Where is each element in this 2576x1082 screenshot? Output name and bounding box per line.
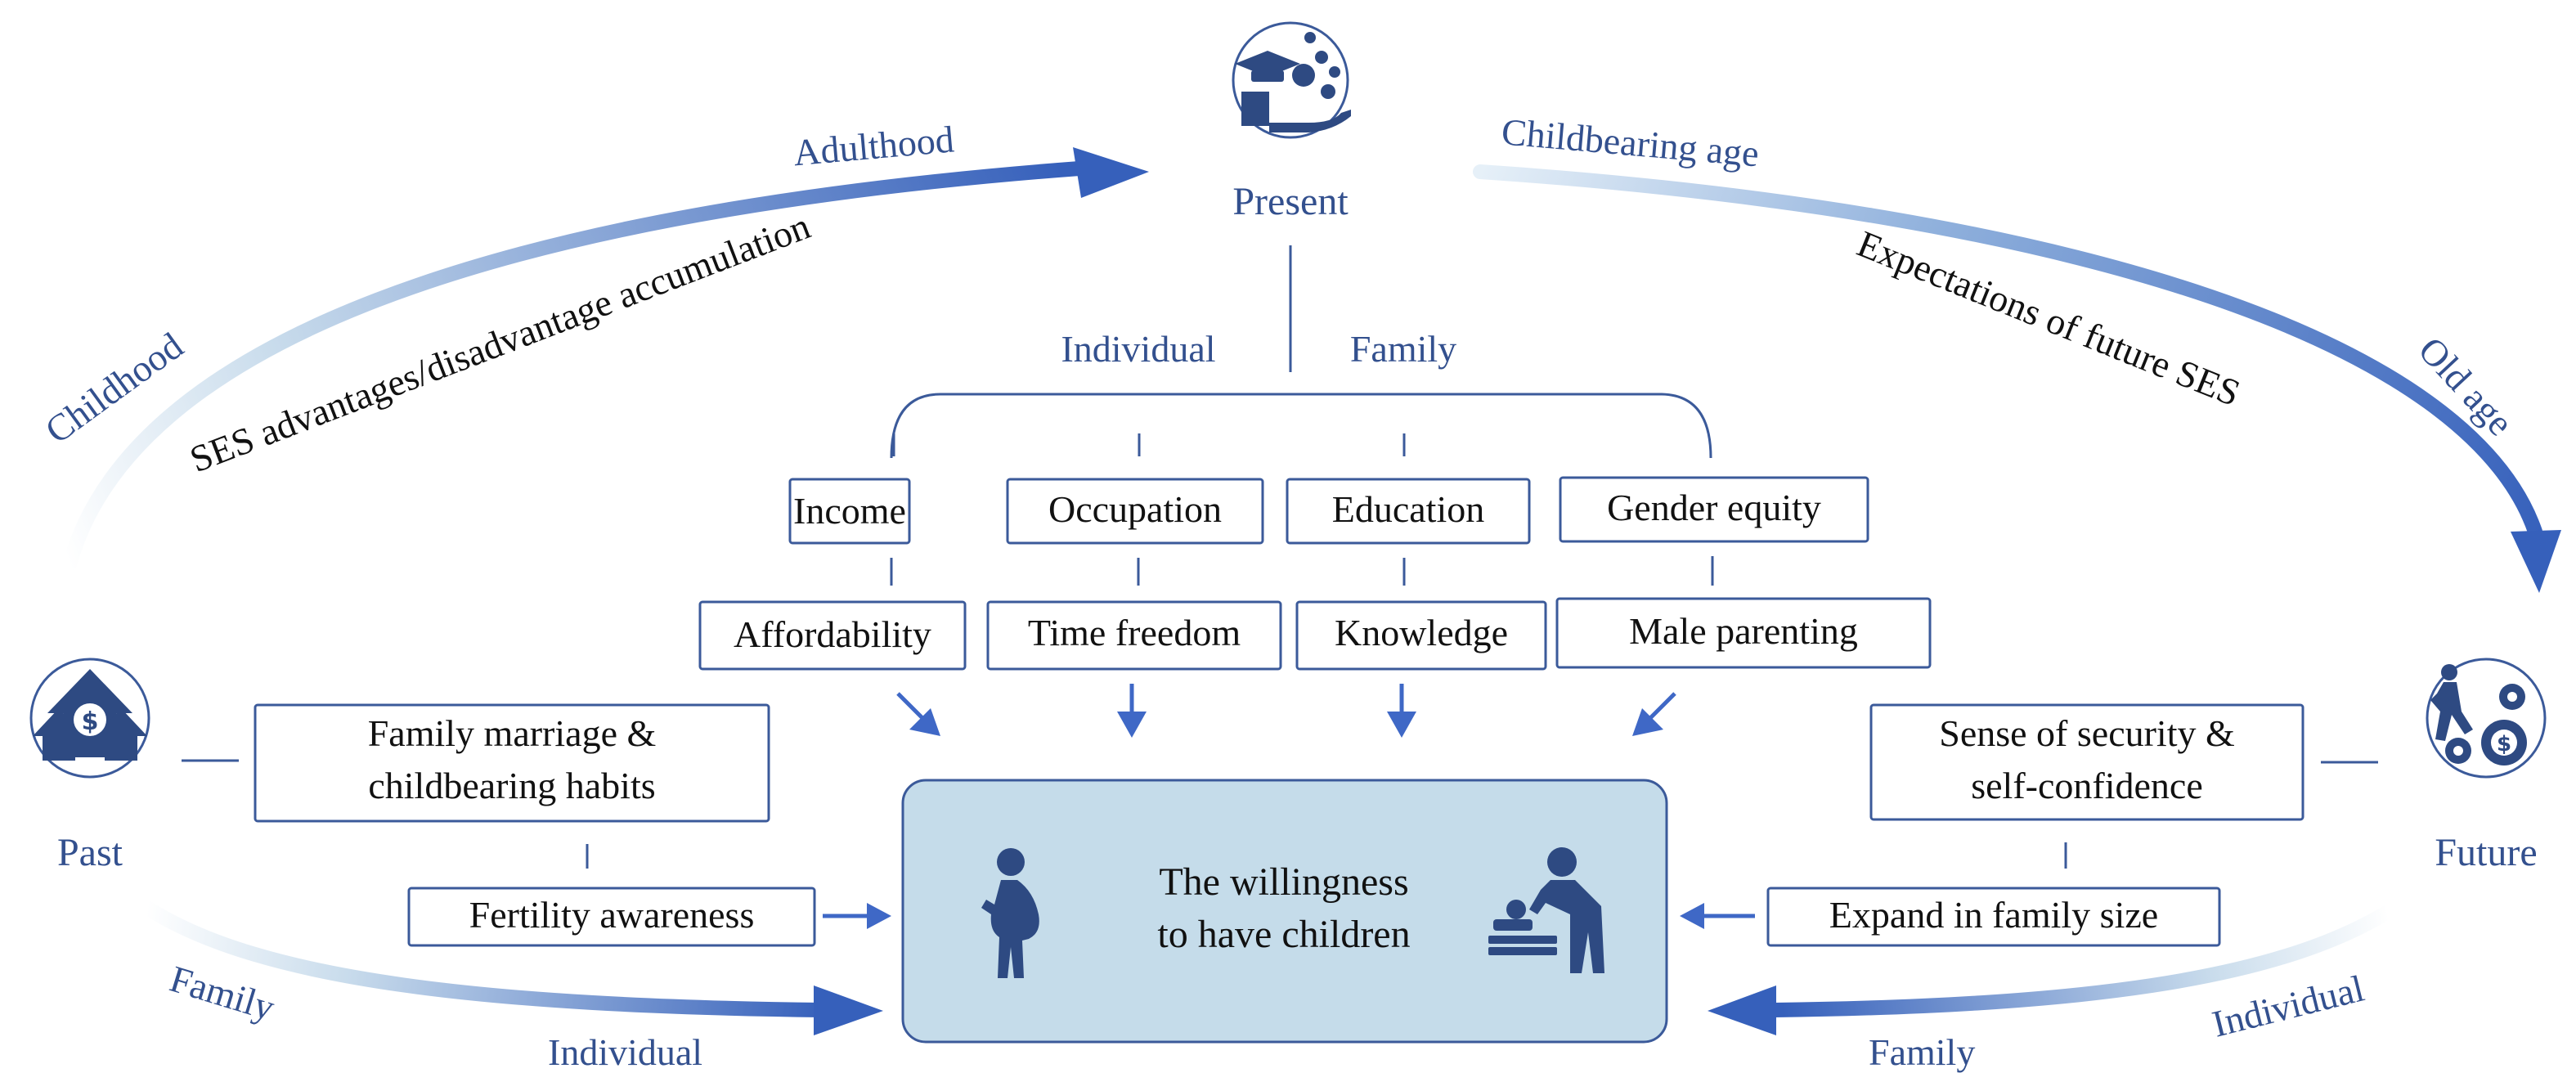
label-family-left: Family <box>165 958 280 1029</box>
label-individual-left: Individual <box>548 1031 702 1073</box>
arc-past-to-present <box>62 161 1087 572</box>
svg-text:Male parenting: Male parenting <box>1629 610 1858 652</box>
present-node: Present <box>1232 21 1351 223</box>
center-line-2: to have children <box>1157 913 1410 956</box>
arc-past-to-center-arrowhead <box>814 985 883 1035</box>
arc-present-to-future <box>1473 164 2542 539</box>
svg-text:Time freedom: Time freedom <box>1028 612 1241 653</box>
parent-changing-baby-icon <box>1488 847 1604 973</box>
svg-text:Income: Income <box>793 490 906 532</box>
center-line-1: The willingness <box>1159 860 1408 904</box>
box-family-habits: Family marriage & childbearing habits <box>254 703 770 823</box>
label-adulthood: Adulthood <box>792 118 955 173</box>
career-gears-icon: $ <box>2430 664 2527 765</box>
label-childhood: Childhood <box>38 325 191 451</box>
arrow-time-freedom-to-center <box>1117 684 1147 738</box>
present-label: Present <box>1232 180 1349 223</box>
arc-past-to-present-arrowhead <box>1073 147 1149 198</box>
outcome-male-parenting: Male parenting <box>1555 597 1932 669</box>
outcome-time-freedom: Time freedom <box>986 600 1282 671</box>
svg-text:Knowledge: Knowledge <box>1335 612 1508 653</box>
center-box: The willingness to have children <box>901 779 1668 1044</box>
future-node: $ Future <box>2426 658 2547 874</box>
outcome-affordability: Affordability <box>698 600 967 671</box>
svg-text:Expand in family size: Expand in family size <box>1829 894 2158 936</box>
svg-text:Affordability: Affordability <box>734 613 931 655</box>
svg-text:Occupation: Occupation <box>1048 488 1222 530</box>
arrow-affordability-to-center <box>896 692 940 736</box>
svg-text:Fertility awareness: Fertility awareness <box>469 894 755 936</box>
arrow-knowledge-to-center <box>1387 684 1416 738</box>
factor-education: Education <box>1286 478 1531 545</box>
label-childbearing-age: Childbearing age <box>1500 110 1761 174</box>
education-money-icon <box>1235 32 1351 132</box>
arrow-male-parenting-to-center <box>1632 692 1676 736</box>
svg-text:Family marriage &: Family marriage & <box>368 712 657 754</box>
svg-text:$: $ <box>2497 732 2511 757</box>
svg-text:$: $ <box>82 707 99 736</box>
present-individual-label: Individual <box>1061 328 1215 370</box>
arc-future-to-center-arrowhead <box>1708 985 1776 1035</box>
svg-text:Sense of security &: Sense of security & <box>1939 712 2235 754</box>
income-growth-icon: $ <box>33 669 147 761</box>
past-label: Past <box>57 831 123 874</box>
arc-future-to-center <box>1767 905 2395 1017</box>
svg-text:childbearing habits: childbearing habits <box>368 765 655 806</box>
future-label: Future <box>2435 831 2537 874</box>
label-individual-right: Individual <box>2208 967 2368 1044</box>
present-bracket <box>890 393 1712 459</box>
arc-present-to-future-arrowhead <box>2511 530 2561 593</box>
present-family-label: Family <box>1350 328 1456 370</box>
factor-gender-equity: Gender equity <box>1559 476 1869 543</box>
svg-text:self-confidence: self-confidence <box>1971 765 2203 806</box>
label-family-right: Family <box>1869 1031 1975 1073</box>
arrow-awareness-to-center <box>823 903 891 929</box>
svg-text:Education: Education <box>1332 488 1485 530</box>
box-fertility-awareness: Fertility awareness <box>407 887 816 947</box>
factor-occupation: Occupation <box>1006 478 1264 545</box>
box-sense-of-security: Sense of security & self-confidence <box>1869 703 2304 821</box>
past-node: $ Past <box>29 658 150 874</box>
pregnant-woman-icon <box>981 848 1039 978</box>
outcome-knowledge: Knowledge <box>1295 600 1547 671</box>
arrow-expand-to-center <box>1680 903 1755 929</box>
box-expand-family-size: Expand in family size <box>1766 887 2221 947</box>
factor-income: Income <box>788 478 911 545</box>
arc-past-to-center <box>140 900 829 1017</box>
svg-text:Gender equity: Gender equity <box>1607 487 1821 528</box>
